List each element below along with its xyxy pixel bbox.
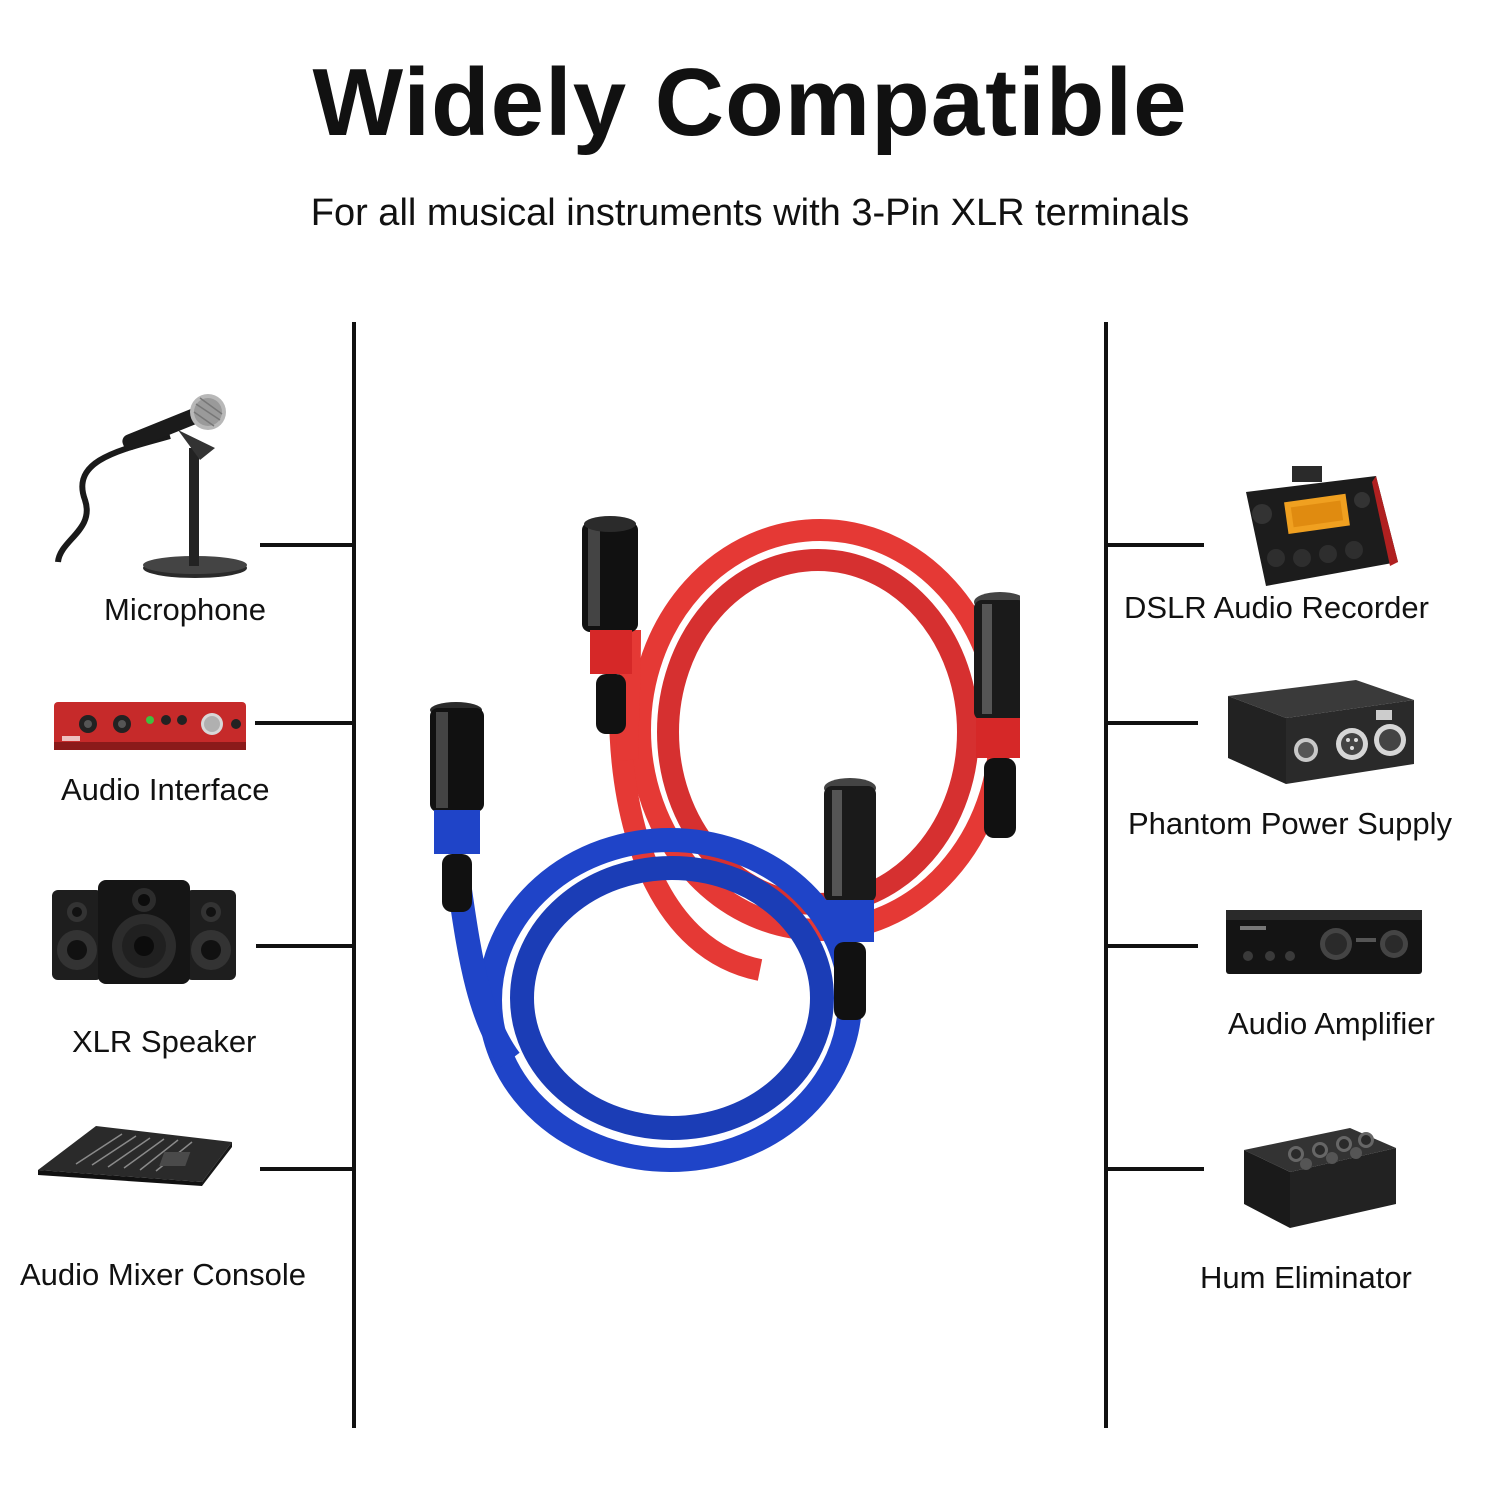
device-label: Audio Mixer Console	[20, 1257, 307, 1292]
device-label: Phantom Power Supply	[1128, 806, 1452, 841]
amplifier-icon	[1226, 910, 1422, 974]
speaker-icon	[52, 880, 236, 984]
connector-line	[260, 1167, 354, 1171]
right-divider-line	[1104, 322, 1108, 1428]
blue-male-xlr-connector	[430, 702, 484, 912]
audio-interface-icon	[54, 702, 246, 750]
red-male-xlr-connector	[582, 516, 638, 734]
device-label: Hum Eliminator	[1200, 1260, 1412, 1295]
microphone-icon	[55, 394, 247, 578]
red-female-xlr-connector	[974, 592, 1020, 838]
device-label: XLR Speaker	[72, 1024, 257, 1059]
audio-recorder-icon	[1246, 466, 1398, 586]
phantom-power-icon	[1228, 680, 1414, 784]
connector-line	[256, 944, 354, 948]
blue-cable	[448, 828, 862, 1172]
blue-female-xlr-connector	[824, 778, 876, 1020]
page-subtitle: For all musical instruments with 3-Pin X…	[310, 192, 1190, 234]
device-label: Audio Interface	[61, 772, 270, 807]
connector-line	[1106, 721, 1198, 725]
connector-line	[255, 721, 354, 725]
left-divider-line	[352, 322, 356, 1428]
mixer-console-icon	[38, 1126, 232, 1186]
connector-line	[1106, 944, 1198, 948]
device-label: DSLR Audio Recorder	[1124, 590, 1429, 625]
xlr-cables-product	[430, 516, 1020, 1172]
connector-line	[1106, 1167, 1204, 1171]
page-title: Widely Compatible	[312, 49, 1188, 156]
device-label: Audio Amplifier	[1228, 1006, 1435, 1041]
connector-line	[1106, 543, 1204, 547]
device-label: Microphone	[104, 592, 266, 627]
connector-line	[260, 543, 354, 547]
hum-eliminator-icon	[1244, 1128, 1396, 1228]
